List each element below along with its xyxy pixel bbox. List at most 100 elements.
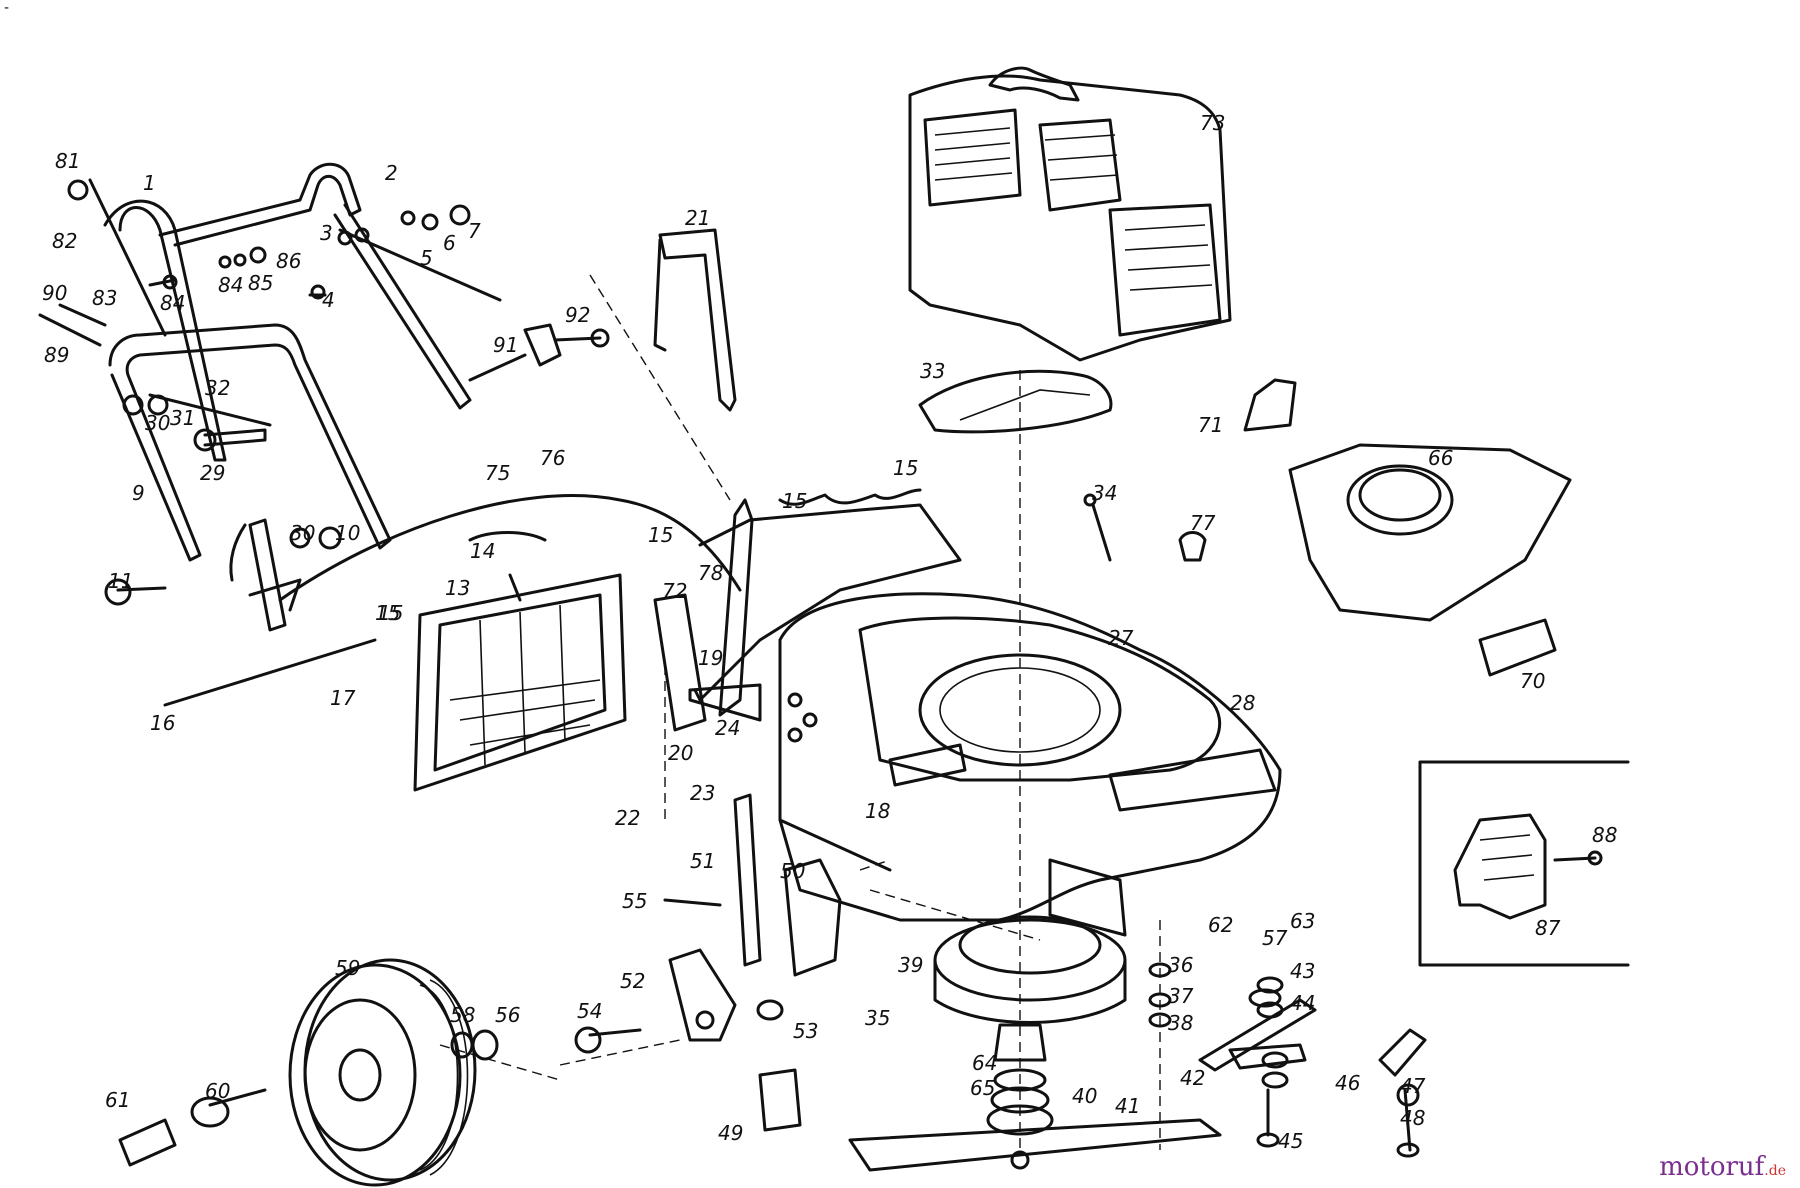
callout: 49 — [718, 1121, 743, 1145]
corner-mark: - — [4, 0, 10, 16]
callout: 76 — [540, 446, 565, 470]
callout: 29 — [200, 461, 225, 485]
callout: 22 — [615, 806, 640, 830]
callout: 60 — [205, 1079, 230, 1103]
watermark-logo: motoruf.de — [1659, 1152, 1786, 1182]
rear-axle-bracket — [688, 488, 962, 722]
callout: 48 — [1400, 1106, 1425, 1130]
callout: 92 — [565, 303, 590, 327]
callout: 45 — [1278, 1129, 1303, 1153]
callout: 18 — [865, 799, 890, 823]
front-axle-bracket — [574, 593, 842, 1054]
callout: 16 — [150, 711, 175, 735]
callout: 3 — [320, 221, 333, 245]
callout: 75 — [485, 461, 510, 485]
callout: 89 — [44, 343, 69, 367]
deflector-bracket — [1198, 988, 1317, 1072]
callout: 30 — [145, 411, 170, 435]
upper-handle — [67, 162, 502, 462]
callout: 36 — [1168, 953, 1193, 977]
callout: 19 — [698, 646, 723, 670]
callout: 7 — [468, 219, 481, 243]
callout: 61 — [105, 1088, 130, 1112]
callout: 42 — [1180, 1066, 1205, 1090]
mower-deck — [778, 592, 1282, 937]
callout: 84 — [160, 291, 185, 315]
callout: 21 — [685, 206, 710, 230]
callout: 77 — [1190, 511, 1216, 535]
callout: 14 — [470, 539, 495, 563]
callout: 34 — [1092, 481, 1117, 505]
engine-top — [1288, 443, 1572, 622]
callout: 73 — [1200, 111, 1225, 135]
callout: 63 — [1290, 909, 1315, 933]
callout: 85 — [248, 271, 273, 295]
callout: 58 — [450, 1003, 475, 1027]
deck-collar — [918, 369, 1113, 434]
callout: 11 — [108, 569, 133, 593]
handle-bolts — [38, 204, 471, 606]
catch-flap — [653, 228, 737, 412]
callout: 91 — [493, 333, 518, 357]
callout: 70 — [1520, 669, 1545, 693]
callout: 28 — [1230, 691, 1255, 715]
callout: 15 — [782, 489, 807, 513]
callout: 90 — [42, 281, 67, 305]
callout: 32 — [205, 376, 230, 400]
callout: 81 — [55, 149, 80, 173]
assembly-lines — [439, 274, 1161, 1150]
wheel — [288, 958, 477, 1187]
callout: 86 — [276, 249, 301, 273]
callout: 15 — [893, 456, 918, 480]
lower-handle — [108, 323, 392, 632]
callout: 83 — [92, 286, 117, 310]
callout: 64 — [972, 1051, 997, 1075]
callout: 52 — [620, 969, 645, 993]
callout: 15 — [375, 601, 400, 625]
callout: 23 — [690, 781, 715, 805]
callout: 54 — [577, 999, 602, 1023]
callout: 31 — [170, 406, 195, 430]
height-adjust-knob — [468, 323, 610, 382]
callout: 87 — [1535, 916, 1561, 940]
callout: 17 — [330, 686, 356, 710]
small-engine-parts — [1083, 378, 1557, 677]
callout: 2 — [385, 161, 398, 185]
callout: 1 — [143, 171, 156, 195]
callout: 41 — [1115, 1094, 1140, 1118]
callout-labels: 81 1 2 3 5 6 7 82 4 84 86 85 90 83 84 89… — [42, 111, 1617, 1153]
callout: 82 — [52, 229, 77, 253]
motor-mount-ring — [933, 915, 1127, 1024]
callout: 65 — [970, 1076, 995, 1100]
callout: 6 — [443, 231, 456, 255]
wheel-hardware — [118, 1029, 802, 1167]
callout: 13 — [445, 576, 470, 600]
callout: 40 — [1072, 1084, 1097, 1108]
engine-hood — [908, 66, 1232, 362]
callout: 27 — [1108, 626, 1134, 650]
callout: 66 — [1428, 446, 1453, 470]
callout: 57 — [1262, 926, 1288, 950]
callout: 24 — [715, 716, 740, 740]
callout: 15 — [648, 523, 673, 547]
callout: 30 — [290, 521, 315, 545]
callout: 10 — [335, 521, 360, 545]
callout: 72 — [662, 579, 687, 603]
callout: 71 — [1198, 413, 1223, 437]
callout: 55 — [622, 889, 647, 913]
callout: 4 — [322, 288, 335, 312]
watermark-main: motoruf — [1659, 1152, 1765, 1182]
callout: 84 — [218, 273, 243, 297]
callout: 20 — [668, 741, 693, 765]
callout: 43 — [1290, 959, 1315, 983]
callout: 44 — [1290, 991, 1315, 1015]
watermark-tld: .de — [1764, 1163, 1786, 1179]
callout: 88 — [1592, 823, 1617, 847]
callout: 35 — [865, 1006, 890, 1030]
callout: 53 — [793, 1019, 818, 1043]
inset-box — [1418, 760, 1630, 967]
callout: 9 — [132, 481, 145, 505]
callout: 39 — [898, 953, 923, 977]
callout: 38 — [1168, 1011, 1193, 1035]
